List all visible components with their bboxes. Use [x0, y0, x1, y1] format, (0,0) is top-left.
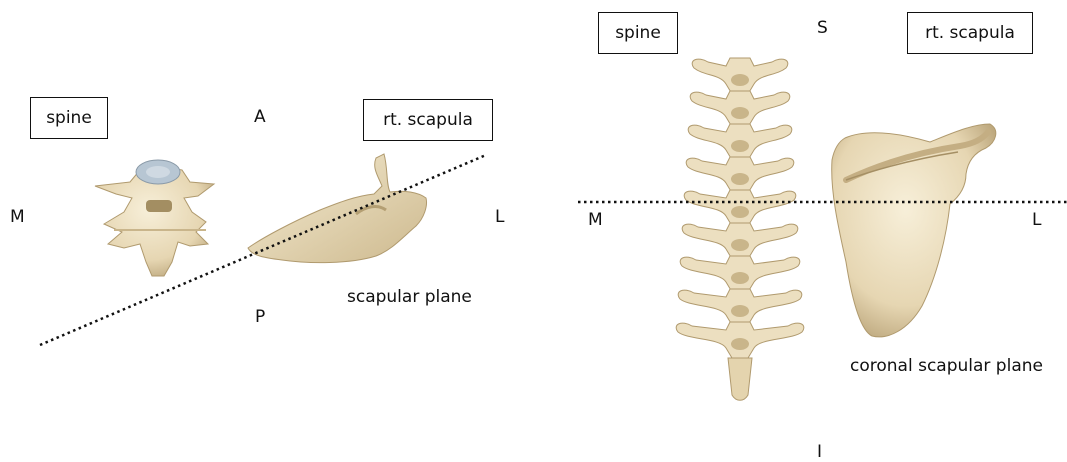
- anterior-label: A: [254, 109, 266, 126]
- right-medial-label: M: [588, 212, 603, 229]
- inferior-label: I: [817, 444, 822, 461]
- spinous-process: [731, 107, 749, 119]
- right-scapula-label-box: rt. scapula: [907, 12, 1033, 54]
- right-spine-label: spine: [615, 23, 661, 43]
- scapula-axial-illustration: [248, 154, 427, 263]
- spine-posterior-illustration: [676, 58, 804, 400]
- left-scapula-label: rt. scapula: [383, 110, 473, 130]
- spinous-process: [731, 74, 749, 86]
- right-spine-label-box: spine: [598, 12, 678, 54]
- spinous-process: [731, 272, 749, 284]
- scapula-posterior-illustration: [832, 124, 996, 337]
- vertebra-axial-illustration: [95, 160, 214, 276]
- spinous-process: [731, 206, 749, 218]
- spinous-process: [731, 305, 749, 317]
- spinous-process: [731, 338, 749, 350]
- posterior-label: P: [255, 309, 265, 326]
- right-scapula-label: rt. scapula: [925, 23, 1015, 43]
- sacrum-tip: [728, 358, 752, 400]
- left-spine-label: spine: [46, 108, 92, 128]
- left-medial-label: M: [10, 209, 25, 226]
- spinous-process: [731, 239, 749, 251]
- scapular-plane-label: scapular plane: [347, 289, 472, 306]
- left-spine-label-box: spine: [30, 97, 108, 139]
- right-lateral-label: L: [1032, 212, 1041, 229]
- left-lateral-label: L: [495, 209, 504, 226]
- superior-label: S: [817, 20, 828, 37]
- left-scapula-label-box: rt. scapula: [363, 99, 493, 141]
- coronal-plane-label: coronal scapular plane: [850, 358, 1043, 375]
- spinous-process: [731, 173, 749, 185]
- spinous-process: [731, 140, 749, 152]
